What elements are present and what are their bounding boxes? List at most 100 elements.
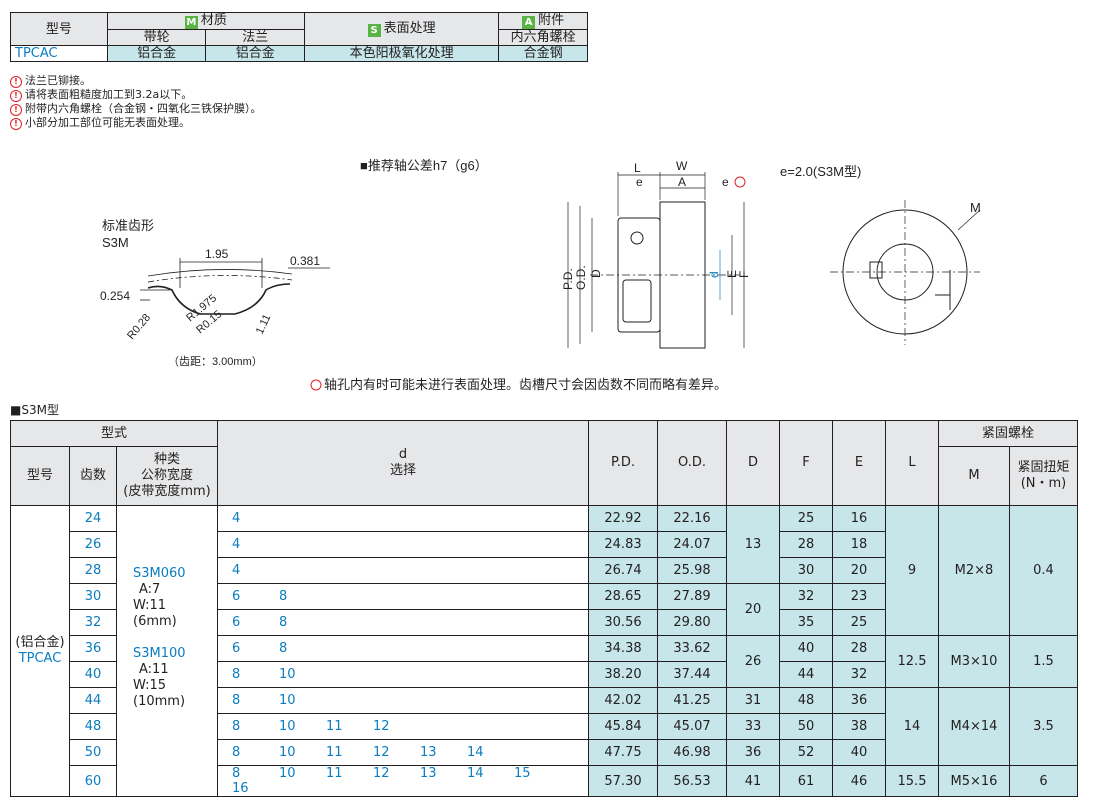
label-e: e: [636, 175, 643, 189]
pd-cell: 57.30: [588, 765, 658, 797]
e-value-label: e=2.0(S3M型): [780, 164, 861, 179]
teeth-cell: 30: [69, 583, 117, 610]
d-select-cell: 4: [217, 557, 589, 584]
d-option: 14: [467, 745, 484, 760]
dim-r0-28: R0.28: [125, 312, 153, 342]
label-W: W: [676, 159, 688, 173]
teeth-cell: 24: [69, 505, 117, 532]
tooth-title: 标准齿形: [102, 218, 154, 233]
d-option: 8: [279, 615, 288, 630]
d-option: 8: [279, 641, 288, 656]
E-cell: 46: [832, 765, 886, 797]
M-cell: M3×10: [938, 635, 1010, 688]
dim-0-381: 0.381: [290, 254, 320, 268]
header-model: 型号: [10, 446, 70, 506]
d-option: 8: [232, 667, 241, 682]
od-cell: 41.25: [657, 687, 727, 714]
pd-cell: 26.74: [588, 557, 658, 584]
d-option: 12: [373, 745, 390, 760]
warning-icon: [310, 379, 322, 391]
D-cell: 33: [726, 713, 780, 740]
header-type: 型式: [10, 420, 218, 447]
M-cell: M5×16: [938, 765, 1010, 797]
d-option: 6: [232, 615, 241, 630]
warning-icon: !: [10, 118, 22, 130]
header-F: F: [779, 420, 833, 506]
header-kind: 种类 公称宽度 (皮带宽度mm): [116, 446, 218, 506]
pulley-front-view: [830, 200, 981, 345]
d-select-cell: 4: [217, 531, 589, 558]
E-cell: 18: [832, 531, 886, 558]
F-cell: 28: [779, 531, 833, 558]
E-cell: 32: [832, 661, 886, 688]
label-d: d: [707, 271, 721, 278]
L-cell: 9: [885, 505, 939, 636]
F-cell: 61: [779, 765, 833, 797]
value-surface: 本色阳极氧化处理: [304, 45, 500, 62]
D-cell: 41: [726, 765, 780, 797]
E-cell: 20: [832, 557, 886, 584]
F-cell: 25: [779, 505, 833, 532]
E-cell: 28: [832, 635, 886, 662]
d-option: 10: [279, 719, 296, 734]
od-cell: 33.62: [657, 635, 727, 662]
value-model: TPCAC: [10, 45, 108, 62]
teeth-cell: 44: [69, 687, 117, 714]
teeth-cell: 32: [69, 609, 117, 636]
d-option: 4: [232, 563, 241, 578]
F-cell: 30: [779, 557, 833, 584]
header-L: L: [885, 420, 939, 506]
d-option: 11: [326, 766, 343, 781]
d-option: 8: [232, 693, 241, 708]
value-bolt: 合金钢: [498, 45, 588, 62]
F-cell: 44: [779, 661, 833, 688]
D-cell: 13: [726, 505, 780, 584]
d-option: 8: [232, 719, 241, 734]
L-cell: 14: [885, 687, 939, 766]
header-od: O.D.: [657, 420, 727, 506]
d-option: 6: [232, 641, 241, 656]
L-cell: 12.5: [885, 635, 939, 688]
torque-cell: 3.5: [1009, 687, 1078, 766]
value-pulley: 铝合金: [106, 45, 207, 62]
section-title: ■S3M型: [10, 403, 59, 417]
pd-cell: 30.56: [588, 609, 658, 636]
od-cell: 22.16: [657, 505, 727, 532]
teeth-cell: 50: [69, 739, 117, 766]
d-option: 4: [232, 511, 241, 526]
notes-list: !法兰已铆接。 !请将表面粗糙度加工到3.2a以下。 !附带内六角螺栓（合金钢・…: [10, 74, 262, 130]
M-cell: M4×14: [938, 687, 1010, 766]
drawing-area: ■推荐轴公差h7（g6） 标准齿形 S3M 1.95 0.381 0.254 R…: [100, 158, 981, 392]
od-cell: 45.07: [657, 713, 727, 740]
dim-1-95: 1.95: [205, 247, 229, 261]
F-cell: 48: [779, 687, 833, 714]
d-option: 12: [373, 766, 390, 781]
D-cell: 26: [726, 635, 780, 688]
warning-icon: !: [10, 76, 22, 88]
label-e2: e: [722, 175, 729, 189]
F-cell: 52: [779, 739, 833, 766]
warning-icon: !: [10, 104, 22, 116]
d-option: 13: [420, 745, 437, 760]
teeth-cell: 36: [69, 635, 117, 662]
E-cell: 23: [832, 583, 886, 610]
header-D: D: [726, 420, 780, 506]
label-A: A: [678, 175, 686, 189]
od-cell: 25.98: [657, 557, 727, 584]
